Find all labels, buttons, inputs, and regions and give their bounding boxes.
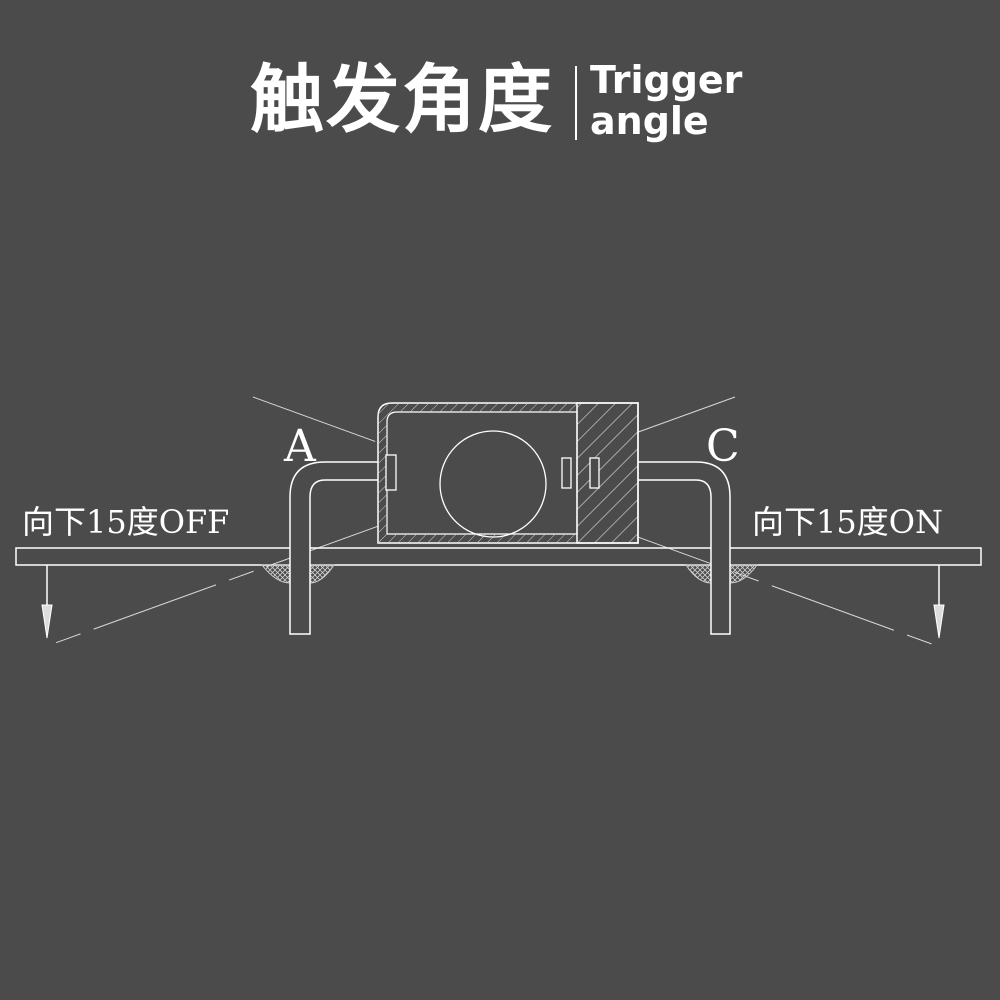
contact-left xyxy=(385,454,397,491)
terminal-a-label: A xyxy=(283,421,317,472)
title-chinese: 触发角度 xyxy=(250,57,554,143)
solder-joints xyxy=(260,564,758,584)
switch-housing xyxy=(377,402,639,544)
title-english-line2: angle xyxy=(590,99,709,143)
contact-right-inner xyxy=(561,457,572,489)
title-english-line1: Trigger xyxy=(590,58,743,102)
tilt-line-left-descending xyxy=(252,396,941,648)
left-note: 向下15度OFF xyxy=(22,503,229,541)
right-note: 向下15度ON xyxy=(752,503,943,541)
gravity-arrows xyxy=(41,565,945,639)
contact-right-outer xyxy=(589,457,600,489)
terminal-c-label: C xyxy=(706,421,740,472)
internal-contacts xyxy=(385,454,600,491)
pcb-board xyxy=(15,547,982,566)
title-english: Trigger angle xyxy=(590,60,742,142)
rolling-ball xyxy=(439,430,547,538)
arrow-right-head xyxy=(933,604,945,639)
end-cap xyxy=(576,402,639,544)
title-divider xyxy=(575,66,577,140)
arrow-left-head xyxy=(41,604,53,639)
header: 触发角度 Trigger angle xyxy=(0,0,1000,180)
